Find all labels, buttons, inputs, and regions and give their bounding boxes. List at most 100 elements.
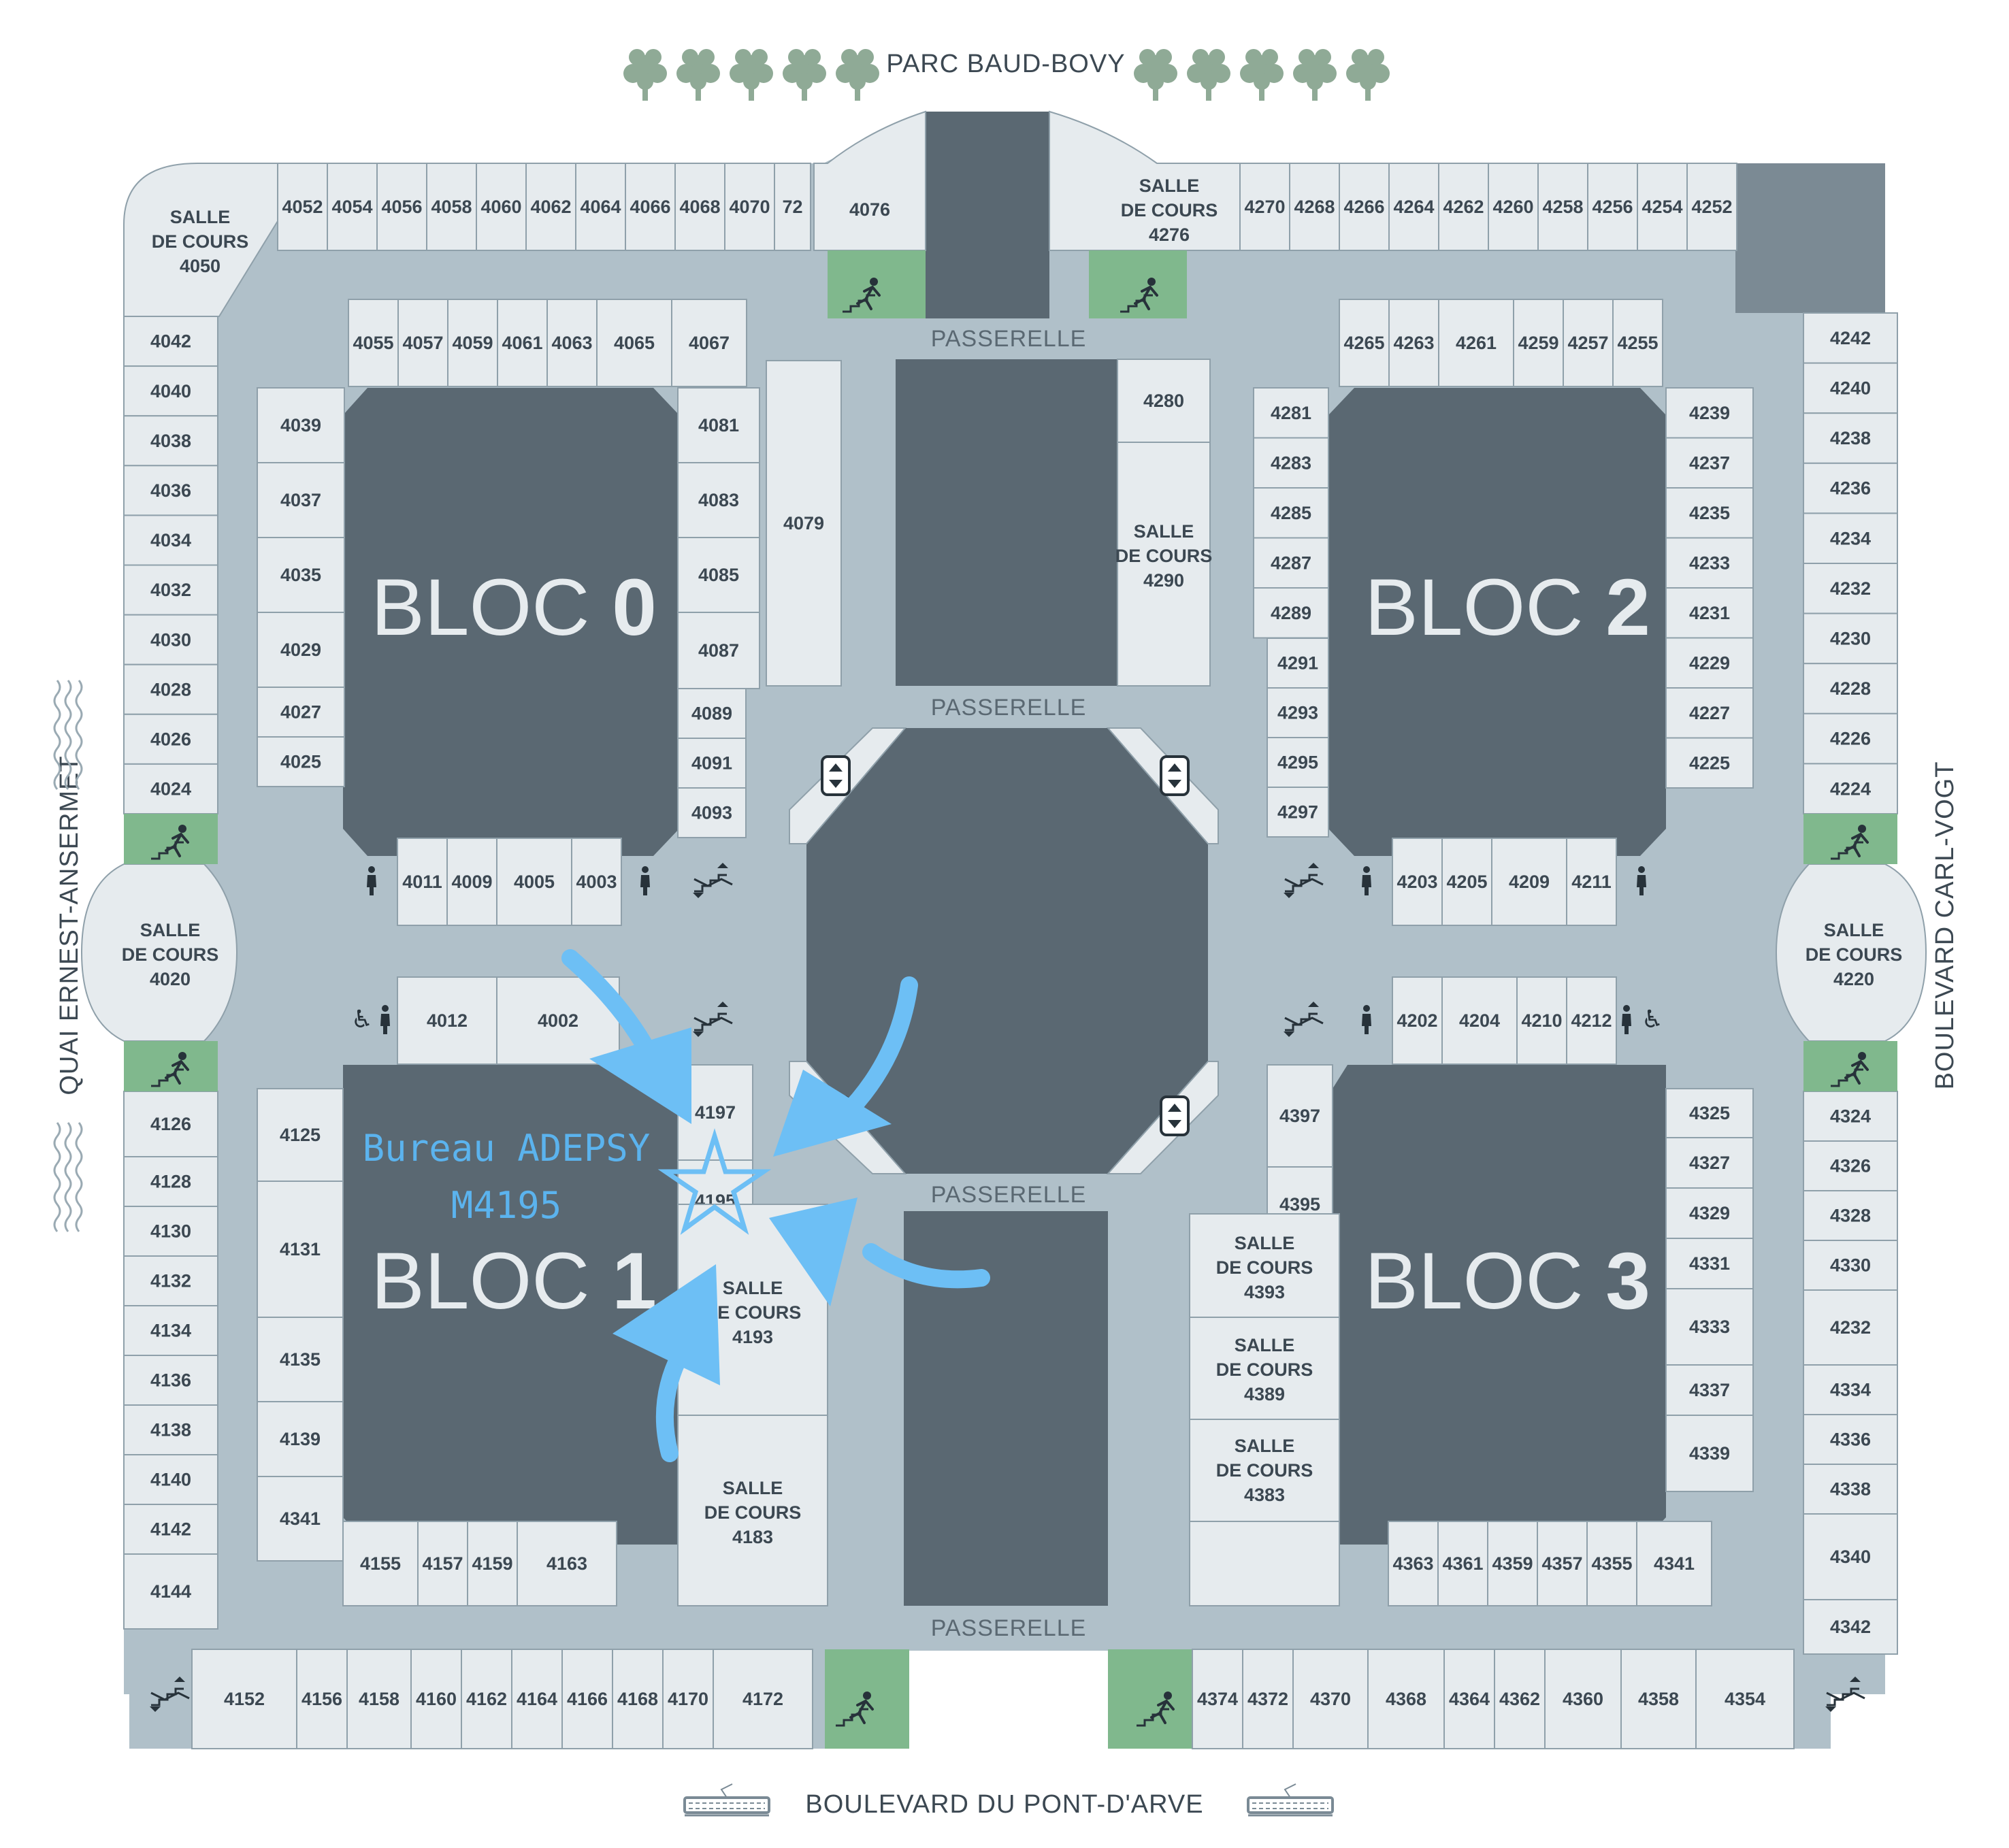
room-4066[interactable] bbox=[625, 163, 676, 251]
stairs-east-upper[interactable] bbox=[1803, 814, 1897, 864]
room-4032[interactable] bbox=[123, 564, 218, 616]
room-4012[interactable] bbox=[397, 976, 497, 1065]
salle-4276[interactable] bbox=[1049, 110, 1241, 251]
room-4333[interactable] bbox=[1665, 1288, 1754, 1366]
room-4372[interactable] bbox=[1242, 1649, 1294, 1749]
room-4205[interactable] bbox=[1441, 838, 1492, 926]
room-4329[interactable] bbox=[1665, 1187, 1754, 1239]
room-4026[interactable] bbox=[123, 713, 218, 765]
room-4064[interactable] bbox=[575, 163, 626, 251]
room-4341[interactable] bbox=[1636, 1521, 1712, 1606]
room-4287[interactable] bbox=[1253, 537, 1329, 589]
room-4156[interactable] bbox=[296, 1649, 348, 1749]
room-4068[interactable] bbox=[674, 163, 725, 251]
room-4087[interactable] bbox=[677, 612, 760, 689]
room-4131[interactable] bbox=[257, 1181, 344, 1318]
room-4085[interactable] bbox=[677, 537, 760, 613]
salle-4393[interactable] bbox=[1189, 1213, 1340, 1318]
room-4060[interactable] bbox=[476, 163, 527, 251]
room-4255[interactable] bbox=[1612, 299, 1663, 387]
room-72[interactable] bbox=[774, 163, 811, 251]
room-4257[interactable] bbox=[1563, 299, 1614, 387]
salle-4290[interactable] bbox=[1117, 442, 1211, 687]
room-4224[interactable] bbox=[1803, 763, 1898, 815]
room-4210[interactable] bbox=[1516, 976, 1567, 1065]
room-4128[interactable] bbox=[123, 1156, 218, 1207]
room-4239[interactable] bbox=[1665, 387, 1754, 439]
room-4168[interactable] bbox=[612, 1649, 664, 1749]
room-4364[interactable] bbox=[1443, 1649, 1495, 1749]
room-4135[interactable] bbox=[257, 1317, 344, 1402]
room-4334[interactable] bbox=[1803, 1364, 1898, 1415]
room-4331[interactable] bbox=[1665, 1238, 1754, 1289]
room-4225[interactable] bbox=[1665, 737, 1754, 789]
room-4138[interactable] bbox=[123, 1404, 218, 1455]
room-4035[interactable] bbox=[257, 537, 345, 613]
room-4226[interactable] bbox=[1803, 712, 1898, 765]
room-4152[interactable] bbox=[191, 1649, 297, 1749]
room-4240[interactable] bbox=[1803, 362, 1898, 414]
room-4357[interactable] bbox=[1537, 1521, 1588, 1606]
room-4164[interactable] bbox=[511, 1649, 563, 1749]
room-4258[interactable] bbox=[1537, 163, 1588, 251]
room-4293[interactable] bbox=[1267, 687, 1329, 738]
room-4025[interactable] bbox=[257, 736, 345, 787]
room-4360[interactable] bbox=[1544, 1649, 1622, 1749]
salle-4183[interactable] bbox=[677, 1415, 828, 1606]
room-4263[interactable] bbox=[1388, 299, 1439, 387]
room-4159[interactable] bbox=[467, 1521, 518, 1606]
room-4283[interactable] bbox=[1253, 437, 1329, 489]
room-4139[interactable] bbox=[257, 1401, 344, 1477]
room-4163[interactable] bbox=[517, 1521, 617, 1606]
room-4261[interactable] bbox=[1438, 299, 1514, 387]
elevator-icon[interactable] bbox=[1160, 755, 1190, 796]
room-4091[interactable] bbox=[677, 738, 747, 789]
room-4039[interactable] bbox=[257, 387, 345, 463]
room-4259[interactable] bbox=[1513, 299, 1564, 387]
room-4070[interactable] bbox=[724, 163, 775, 251]
elevator-icon[interactable] bbox=[1160, 1095, 1190, 1136]
room-4361[interactable] bbox=[1437, 1521, 1488, 1606]
room-4203[interactable] bbox=[1392, 838, 1443, 926]
room-4036[interactable] bbox=[123, 465, 218, 516]
room-4076[interactable] bbox=[813, 110, 926, 251]
room-4209[interactable] bbox=[1491, 838, 1567, 926]
room-4204[interactable] bbox=[1441, 976, 1518, 1065]
room-4037[interactable] bbox=[257, 462, 345, 538]
stairs-west-upper[interactable] bbox=[124, 814, 218, 864]
room-4009[interactable] bbox=[446, 838, 497, 926]
room-4212[interactable] bbox=[1566, 976, 1617, 1065]
room-4291[interactable] bbox=[1267, 638, 1329, 689]
room-4061[interactable] bbox=[497, 299, 548, 387]
room-4341[interactable] bbox=[257, 1476, 344, 1562]
room-4166[interactable] bbox=[561, 1649, 613, 1749]
room-4340[interactable] bbox=[1803, 1513, 1898, 1600]
room-4089[interactable] bbox=[677, 688, 747, 739]
room-4140[interactable] bbox=[123, 1454, 218, 1505]
room-4157[interactable] bbox=[417, 1521, 468, 1606]
room-4262[interactable] bbox=[1438, 163, 1489, 251]
room-4160[interactable] bbox=[410, 1649, 462, 1749]
room-4172[interactable] bbox=[713, 1649, 813, 1749]
room-4264[interactable] bbox=[1388, 163, 1439, 251]
room-4081[interactable] bbox=[677, 387, 760, 463]
stairs-west-lower[interactable] bbox=[124, 1041, 218, 1091]
room-4142[interactable] bbox=[123, 1504, 218, 1555]
room-4336[interactable] bbox=[1803, 1414, 1898, 1465]
room-4230[interactable] bbox=[1803, 612, 1898, 665]
room-4289[interactable] bbox=[1253, 587, 1329, 639]
room-4338[interactable] bbox=[1803, 1464, 1898, 1515]
room-4228[interactable] bbox=[1803, 663, 1898, 714]
room-4067[interactable] bbox=[671, 299, 747, 387]
room-4280[interactable] bbox=[1117, 359, 1211, 443]
room-4297[interactable] bbox=[1267, 787, 1329, 838]
room-4295[interactable] bbox=[1267, 737, 1329, 788]
salle-4050[interactable] bbox=[123, 163, 278, 317]
room-4083[interactable] bbox=[677, 462, 760, 538]
room-4211[interactable] bbox=[1566, 838, 1617, 926]
room-4254[interactable] bbox=[1637, 163, 1688, 251]
room-4324[interactable] bbox=[1803, 1091, 1898, 1142]
room-4132[interactable] bbox=[123, 1255, 218, 1306]
room-4238[interactable] bbox=[1803, 412, 1898, 464]
room-4325[interactable] bbox=[1665, 1088, 1754, 1138]
